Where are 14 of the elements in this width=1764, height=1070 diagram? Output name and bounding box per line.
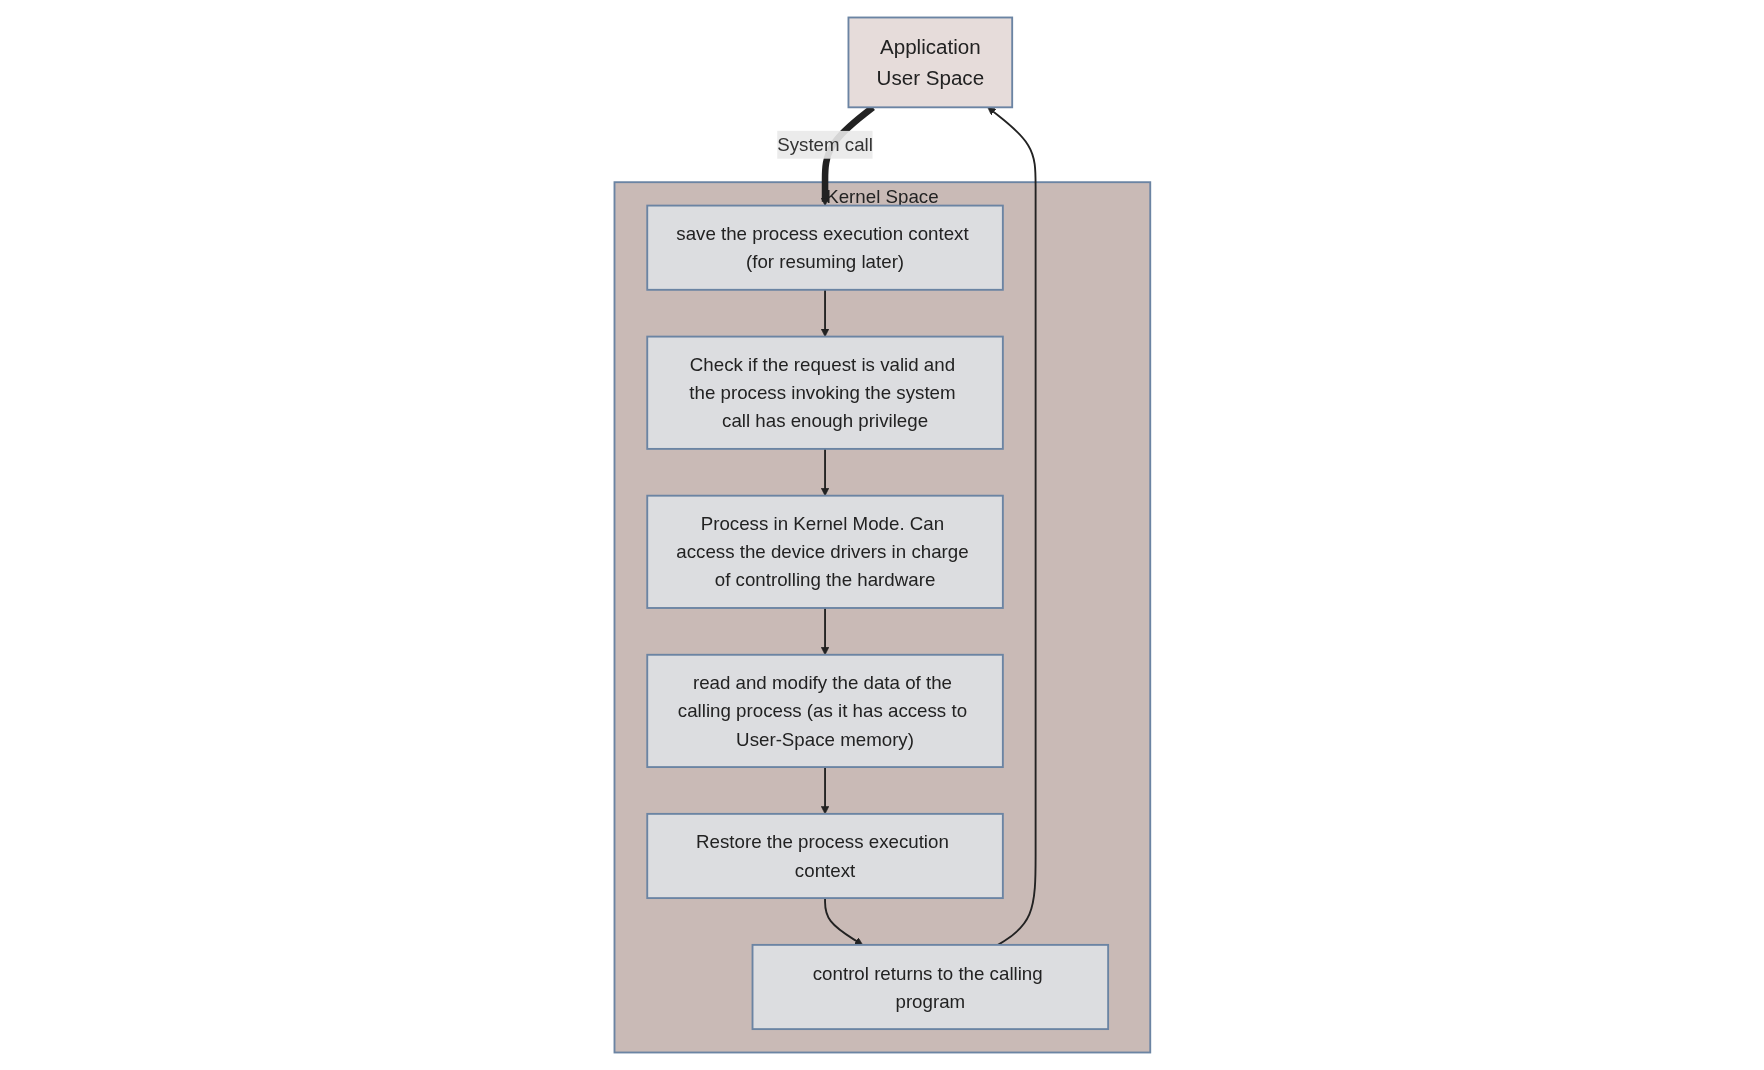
- arrow: [987, 106, 1037, 946]
- edge-label: System call: [776, 134, 873, 156]
- arrow: [820, 288, 829, 337]
- arrow: [820, 766, 829, 815]
- node-box: control returns to the calling program: [751, 943, 1109, 1031]
- node-box: Process in Kernel Mode. Can access the device drivers in charge of controlling the hardware: [645, 494, 1004, 609]
- node-box: save the process execution context (for resuming later): [645, 204, 1004, 291]
- arrow: [820, 607, 829, 656]
- arrow: [823, 897, 863, 946]
- node-box: Application User Space: [847, 16, 1013, 109]
- node-box: read and modify the data of the calling process (as it has access to User-Space memory): [645, 653, 1004, 768]
- node-box: Restore the process execution context: [645, 812, 1004, 900]
- arrow: [820, 447, 829, 497]
- node-box: Check if the request is valid and the process invoking the system call has enough privilege: [645, 335, 1004, 450]
